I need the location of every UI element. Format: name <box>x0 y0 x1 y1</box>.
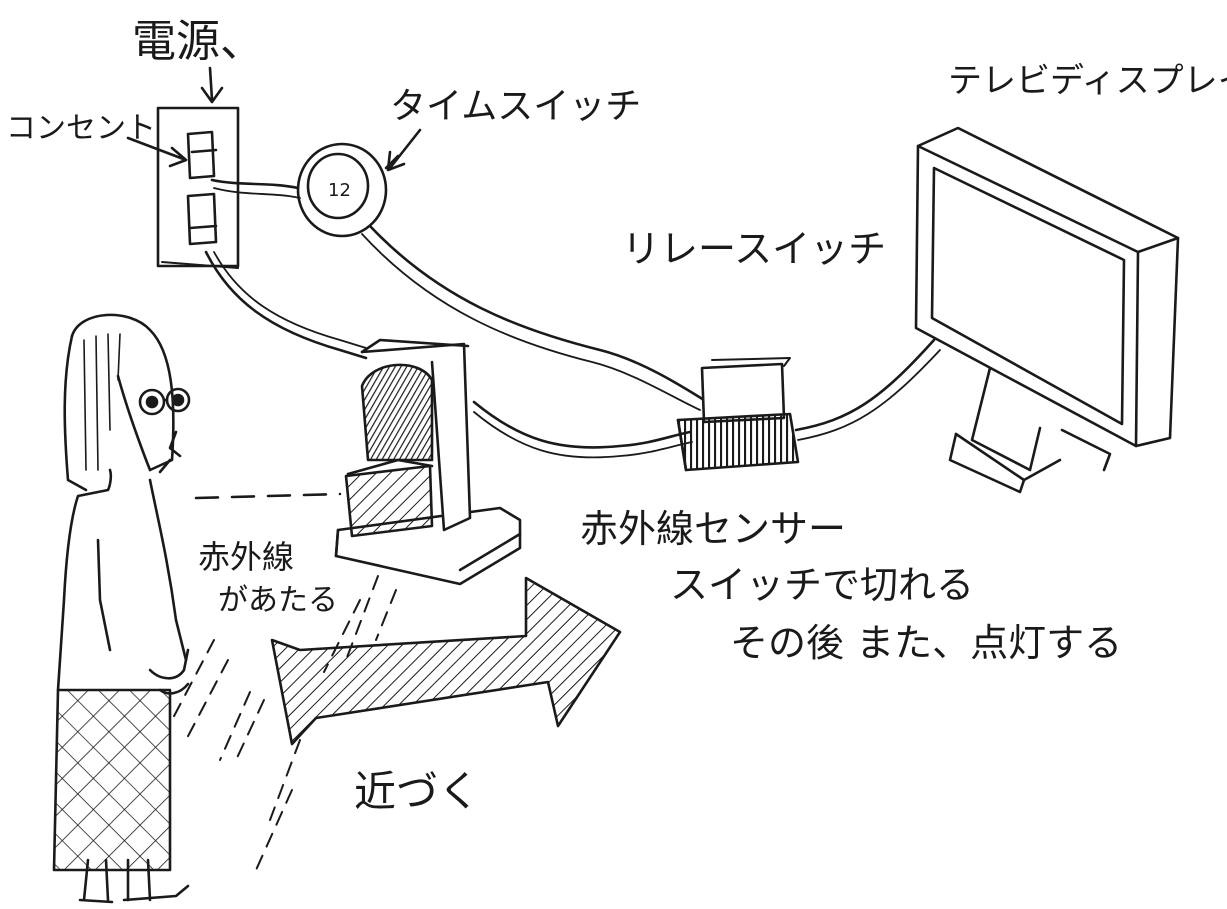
tv-display-label: テレビディスプレイ <box>948 61 1227 101</box>
relay-switch-box <box>676 357 800 472</box>
cable-sensor-to-relay <box>472 400 692 449</box>
ir-sensor-label-line1: 赤外線センサー <box>580 507 846 551</box>
ir-sensor-label-line2: スイッチで切れる <box>670 563 974 607</box>
approach-arrow <box>270 576 622 746</box>
ir-hit-label-line2: があたる <box>218 583 338 618</box>
infrared-sensor-device <box>334 338 522 586</box>
relay-switch-label: リレースイッチ <box>622 227 886 271</box>
cable-outlet-to-timer <box>210 178 300 190</box>
cable-timer-to-relay <box>368 224 706 402</box>
outlet-label: コンセント <box>6 111 156 146</box>
ir-sensor-label-line3: その後 また、点灯する <box>730 621 1122 665</box>
infrared-beam-line <box>194 492 342 500</box>
time-switch-pointer <box>386 128 422 172</box>
time-switch-dial <box>296 142 400 238</box>
cable-outlet-to-sensor <box>204 250 368 360</box>
time-switch-label: タイムスイッチ <box>390 86 641 127</box>
clock-face-label: 12 <box>328 180 351 201</box>
outlet-pointer-arrow <box>126 136 188 168</box>
cable-relay-to-tv <box>794 338 936 432</box>
power-pointer-arrow <box>200 66 224 104</box>
approach-label: 近づく <box>354 767 480 816</box>
approach-motion-lines <box>171 575 397 871</box>
ir-hit-label-line1: 赤外線 <box>198 538 294 576</box>
power-source-label: 電源、 <box>132 16 264 67</box>
wall-outlet-plate <box>156 106 240 269</box>
person-figure <box>52 313 191 904</box>
tv-display-monitor <box>914 126 1180 494</box>
